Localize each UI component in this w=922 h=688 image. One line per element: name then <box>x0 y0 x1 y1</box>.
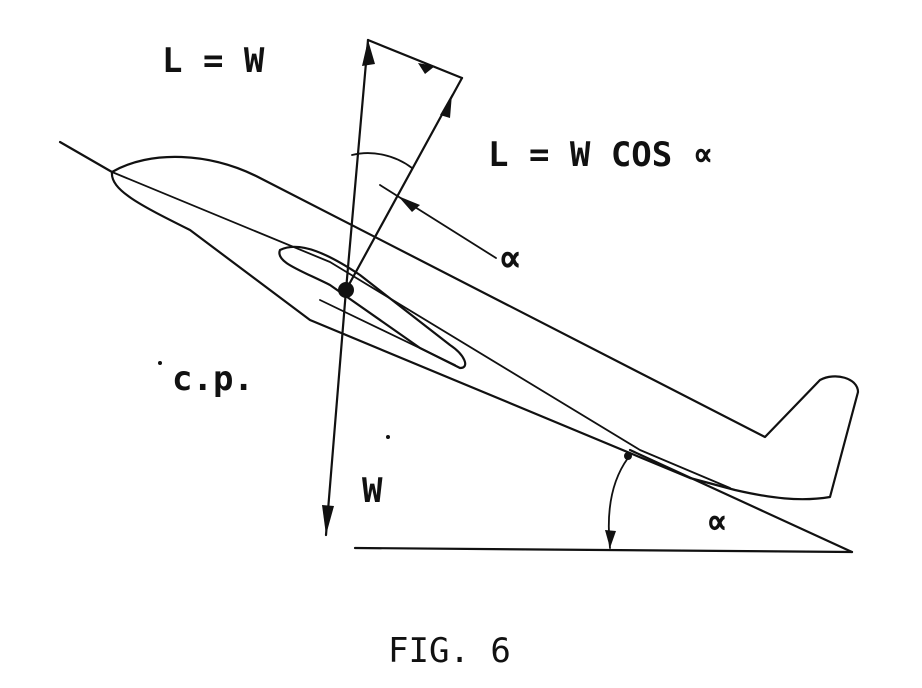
figure-caption: FIG. 6 <box>388 631 511 671</box>
center-of-pressure-label: c.p. <box>172 359 254 399</box>
lower-angle-arrowhead <box>605 530 616 548</box>
weight-label: W <box>362 471 383 511</box>
wing-flap-line <box>319 299 456 366</box>
connector-arrowhead <box>418 63 435 74</box>
ground-reference <box>353 448 854 554</box>
lift-vertical-vector <box>344 38 370 292</box>
speck <box>386 435 390 439</box>
fuselage-lower-line <box>111 171 731 489</box>
speck <box>158 361 162 365</box>
lower-alpha-label: ∝ <box>706 502 728 543</box>
upper-alpha-leader-arrow <box>398 196 420 212</box>
vector-top-connector <box>366 38 464 80</box>
lift-vertical-arrowhead <box>362 40 375 66</box>
wing-outline <box>278 245 467 370</box>
weight-arrowhead <box>322 505 334 535</box>
flight-path-line <box>58 140 114 174</box>
lift-cos-label: L = W COS ∝ <box>488 135 713 175</box>
horizontal-reference-line <box>353 546 854 554</box>
fuselage-reference-line <box>628 448 854 554</box>
fuselage-outline <box>110 155 860 501</box>
lift-equals-weight-label: L = W <box>162 41 265 81</box>
airplane <box>58 140 860 501</box>
lift-cos-arrowhead <box>440 94 452 118</box>
upper-angle-arc <box>351 152 413 169</box>
upper-angle-marker <box>351 152 497 259</box>
weight-vector <box>324 288 348 537</box>
upper-alpha-label: ∝ <box>498 236 522 282</box>
force-vectors <box>322 38 464 537</box>
lower-angle-pivot <box>624 452 632 460</box>
center-of-pressure-dot <box>338 282 354 298</box>
upper-alpha-leader <box>379 184 497 259</box>
